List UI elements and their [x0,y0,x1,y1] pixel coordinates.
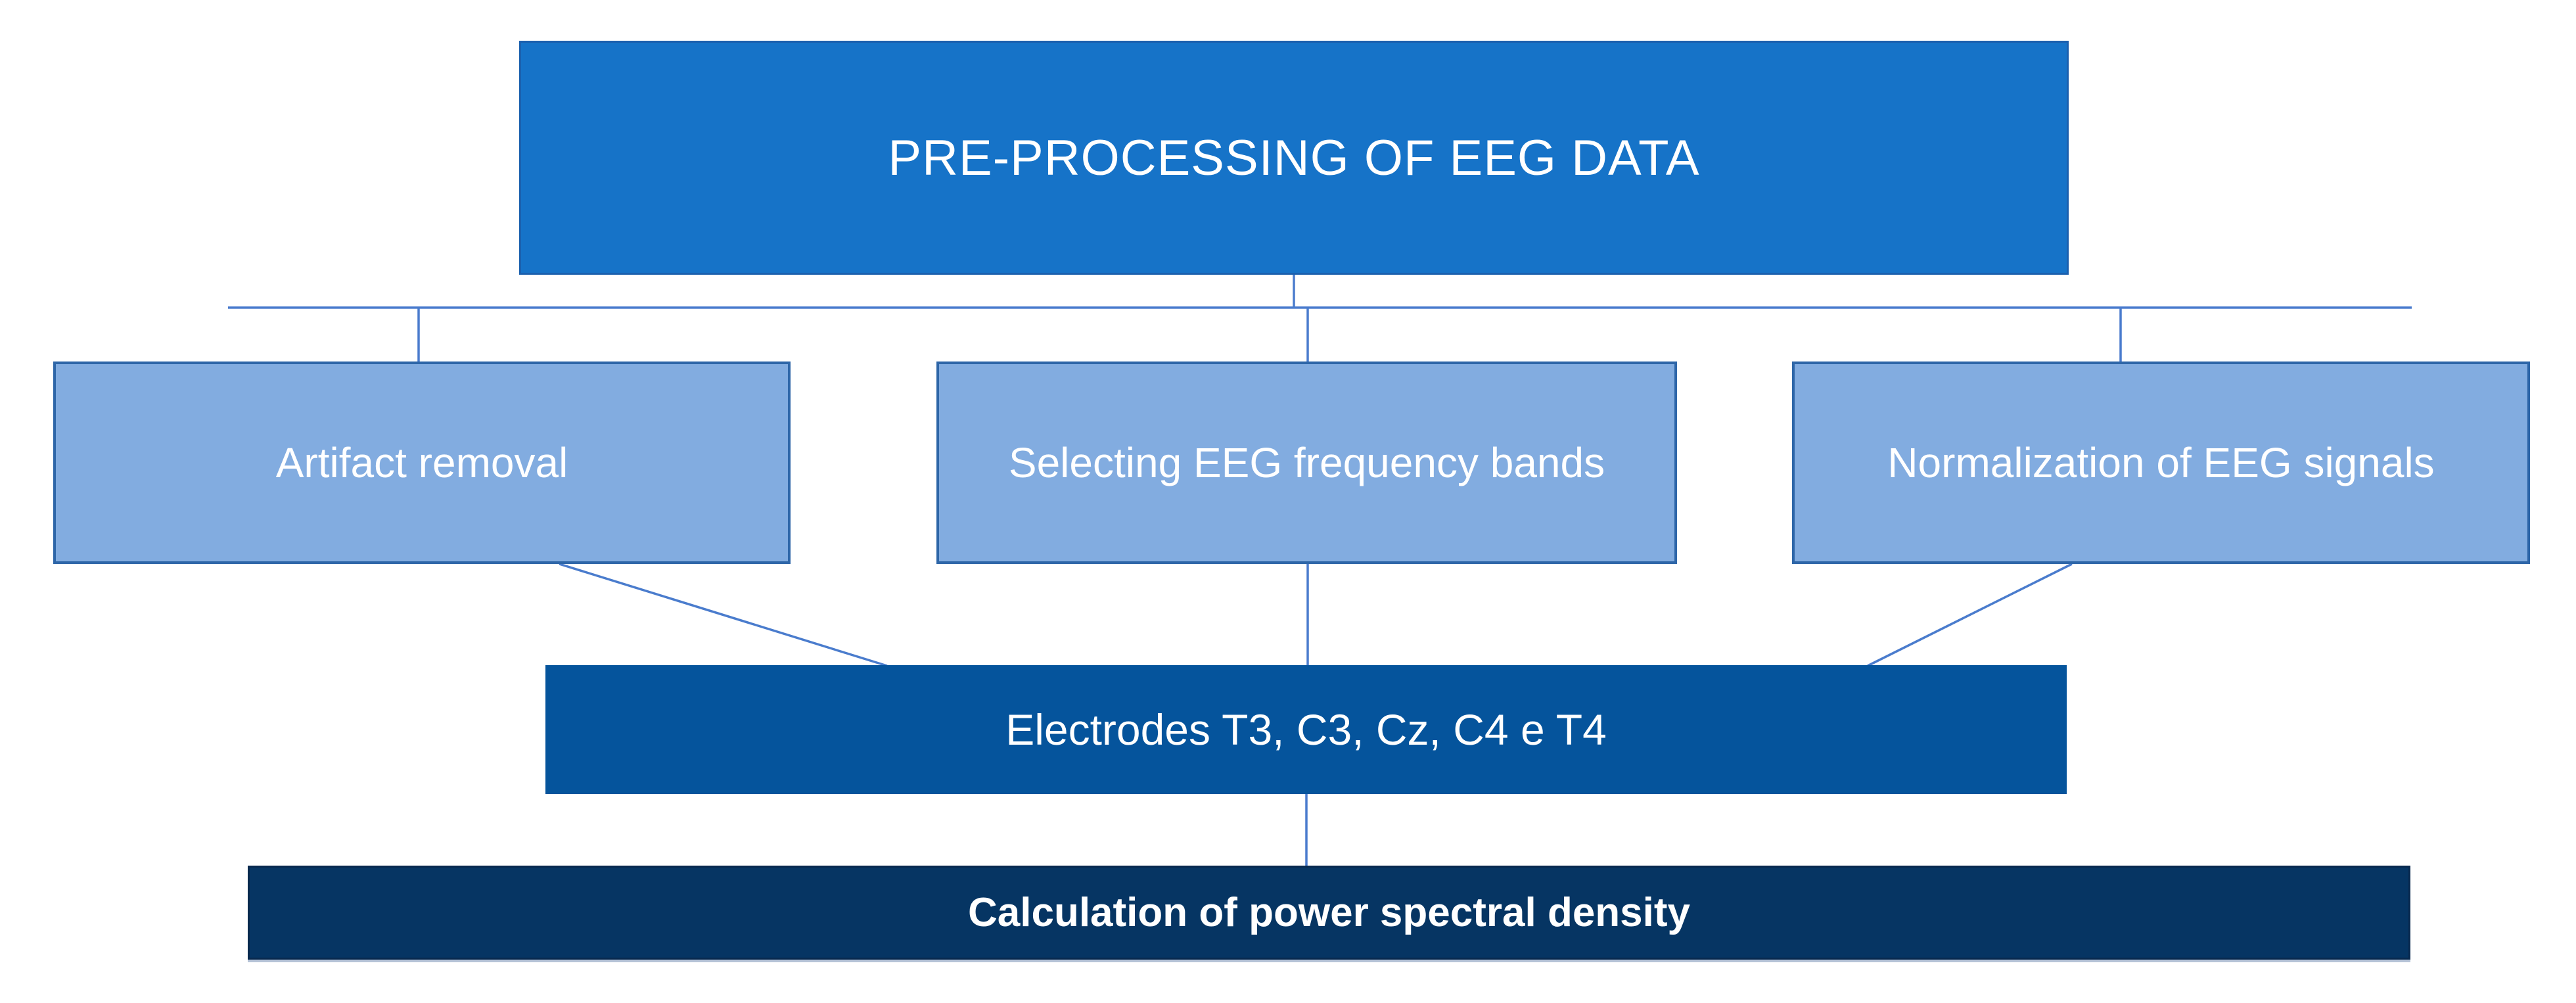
electrodes-box: Electrodes T3, C3, Cz, C4 e T4 [545,665,2067,794]
frequency-bands-box: Selecting EEG frequency bands [936,362,1677,564]
title-box-label: PRE-PROCESSING OF EEG DATA [888,129,1700,186]
title-box: PRE-PROCESSING OF EEG DATA [519,41,2069,275]
psd-label: Calculation of power spectral density [967,890,1691,935]
connector-normalization-to-electrodes [1867,563,2073,667]
electrodes-label: Electrodes T3, C3, Cz, C4 e T4 [1005,705,1607,754]
normalization-box: Normalization of EEG signals [1792,362,2530,564]
normalization-label: Normalization of EEG signals [1887,439,2435,486]
psd-box: Calculation of power spectral density [248,866,2410,960]
frequency-bands-label: Selecting EEG frequency bands [1008,439,1605,486]
artifact-removal-label: Artifact removal [275,439,568,486]
artifact-removal-box: Artifact removal [53,362,791,564]
connector-artifact-removal-to-electrodes [559,563,888,667]
